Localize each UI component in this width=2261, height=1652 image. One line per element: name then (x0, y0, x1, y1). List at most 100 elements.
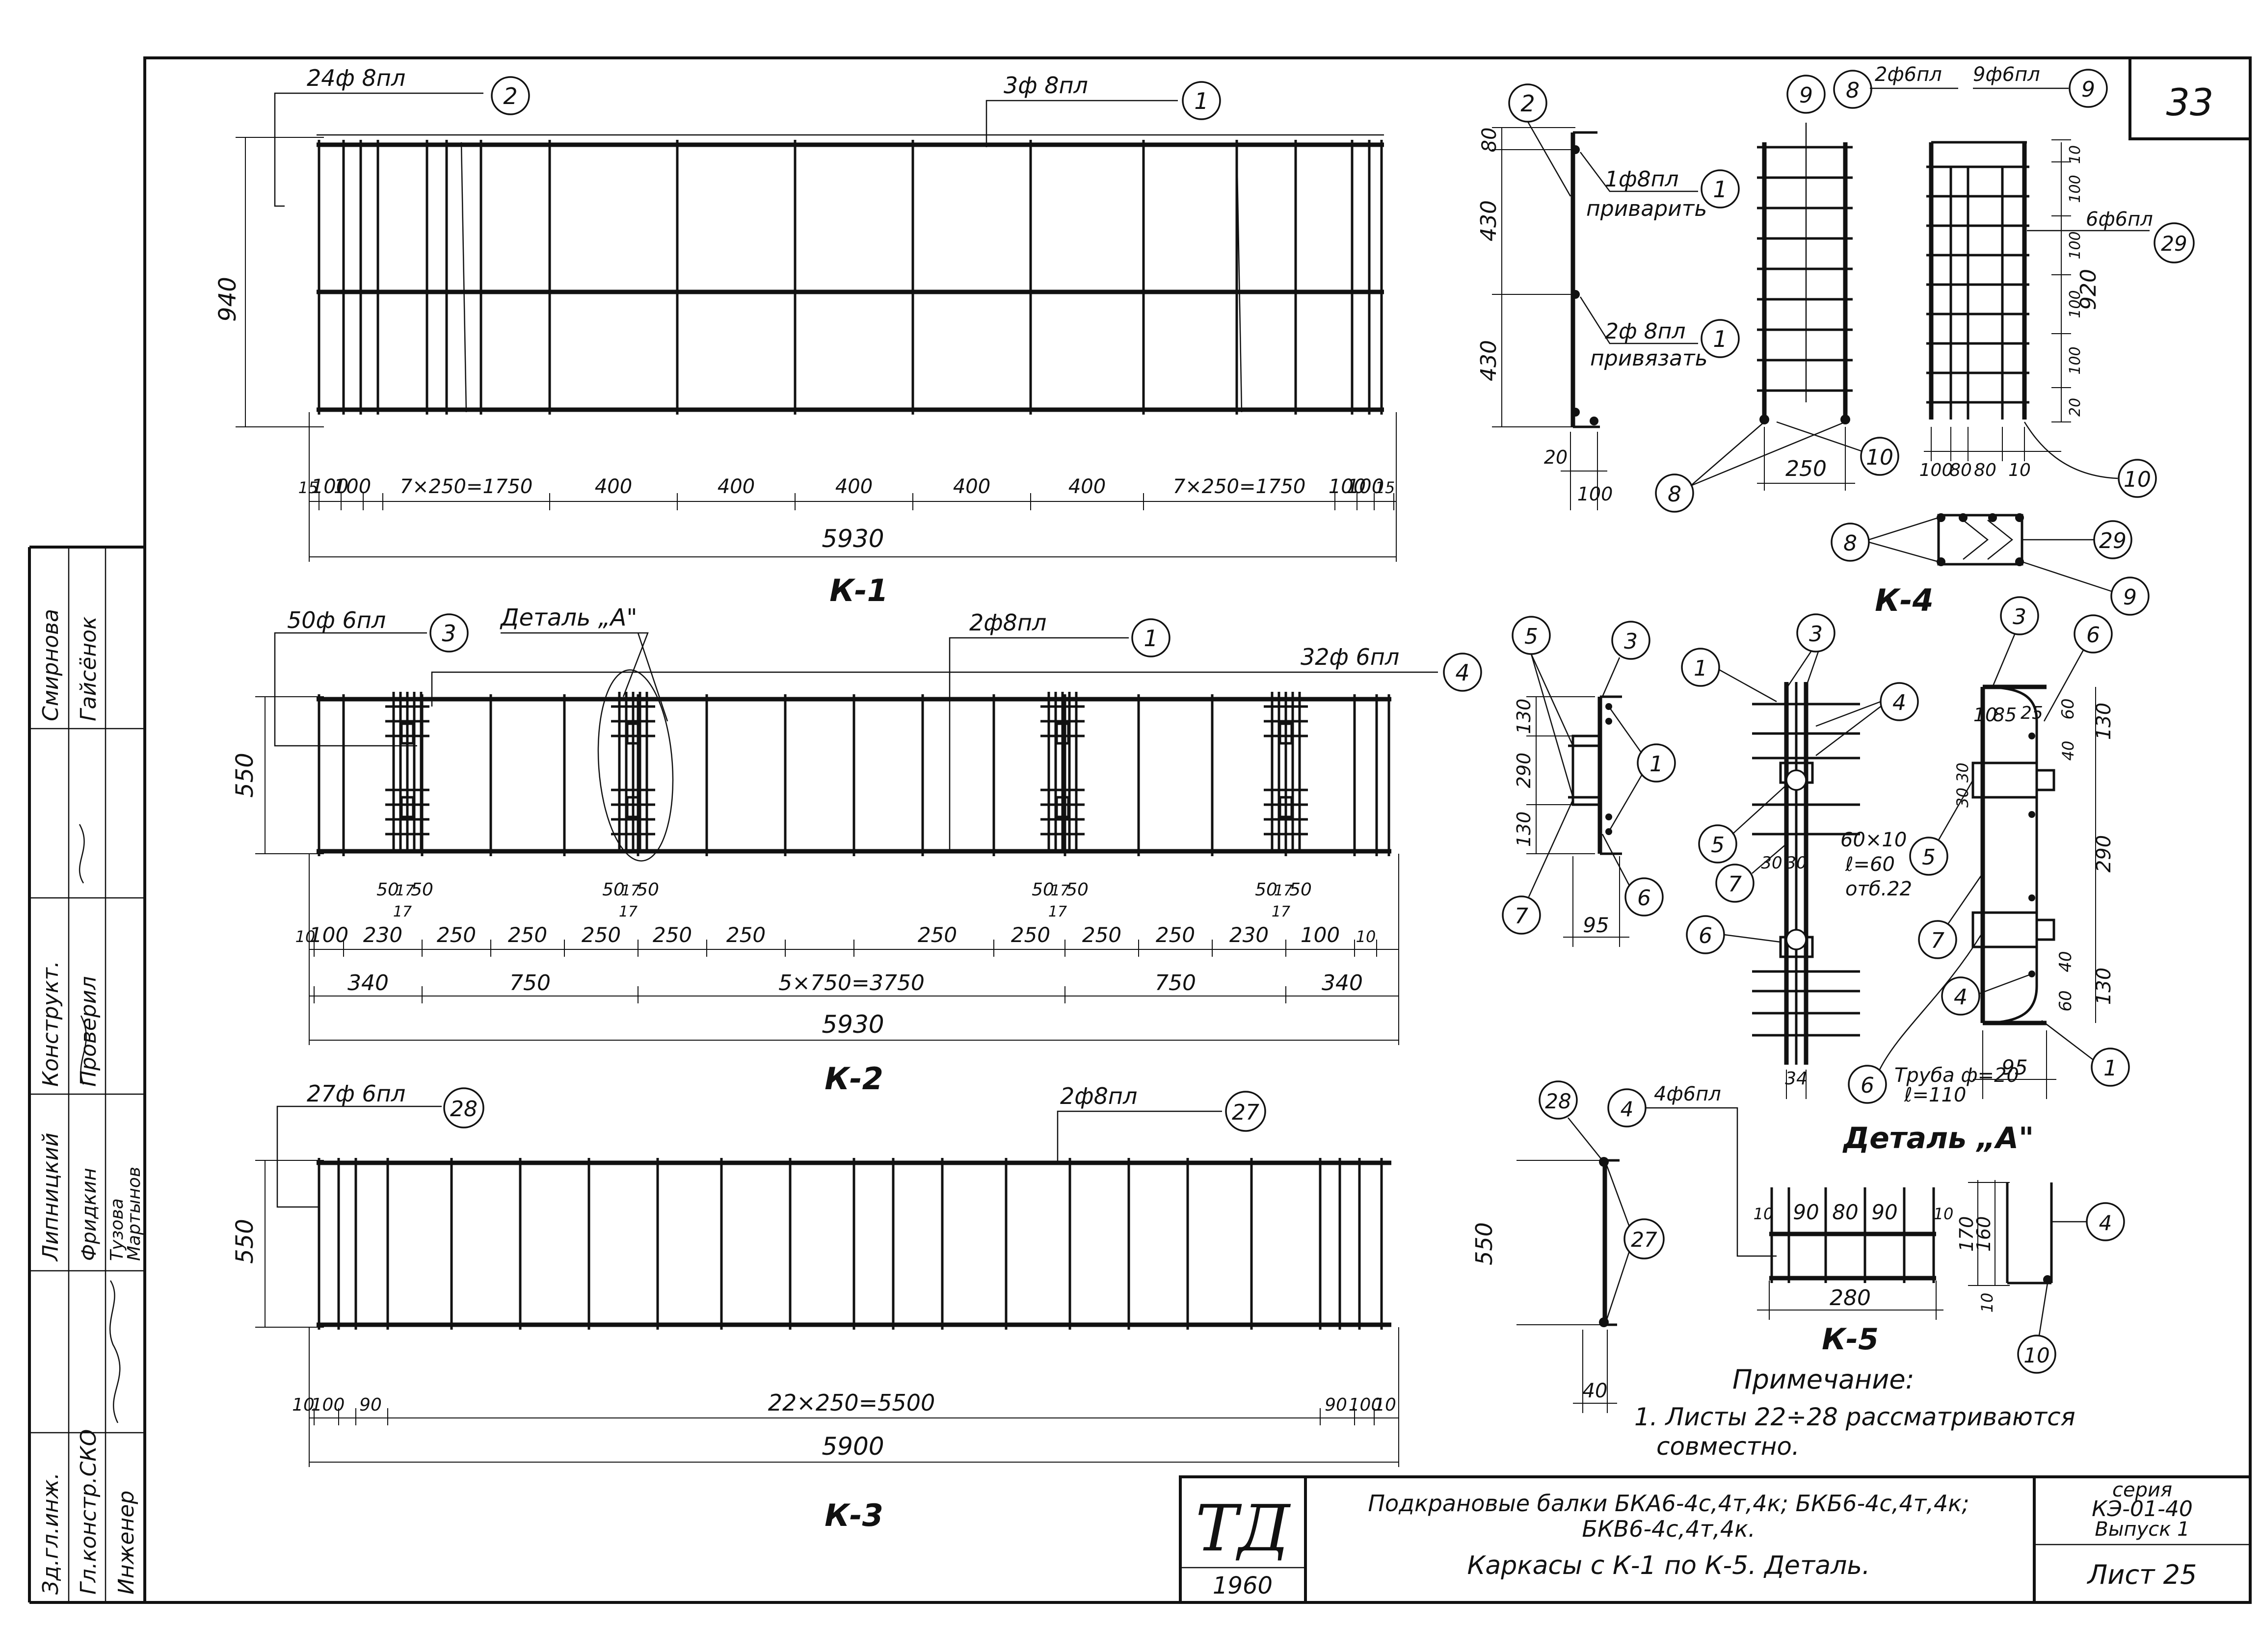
note-heading: Примечание: (1732, 1364, 1915, 1395)
k3-title: К-3 (825, 1497, 883, 1533)
k2-insert-plate (1055, 722, 1070, 745)
corner-number: 33 (2166, 80, 2214, 124)
stamp-name2-2: Гайсёнок (76, 616, 101, 721)
k2-dim-label: 250 (582, 923, 621, 947)
da-dim: 130 (2093, 703, 2115, 740)
da-plate: 60×10 (1840, 829, 1907, 851)
da-dim: 25 (2021, 703, 2043, 723)
k2-callout-a-no: 3 (442, 620, 456, 647)
k3-dim-label: 90 (359, 1395, 382, 1415)
k1-dim-label: 400 (718, 475, 755, 498)
k2-height: 550 (231, 753, 259, 798)
stamp-role-1: Зд.гл.инж. (38, 1472, 63, 1595)
da-no-5b: 5 (1922, 845, 1936, 870)
k2-detail-label: Деталь „А" (500, 604, 637, 631)
stamp-role2-1: Конструкт. (38, 961, 63, 1087)
da-no-4a: 4 (1892, 690, 1906, 715)
da-dim: 30 30 (1953, 762, 1972, 808)
k4-no-8: 8 (1846, 78, 1860, 103)
stamp-name-2: Фридкин (78, 1168, 101, 1261)
k2-dim-label: 250 (437, 923, 476, 947)
k1-dim-label: 15 (1375, 478, 1395, 497)
da-dim: 60 (2058, 698, 2078, 719)
k5-title: К-5 (1822, 1322, 1879, 1357)
k2-insert-dim: 50 (1255, 880, 1277, 900)
da-plate-ref: отб.22 (1845, 878, 1912, 900)
k3-dim-label: 100 (1349, 1395, 1383, 1415)
k5-callout: 4ф6пл (1654, 1083, 1721, 1105)
k5-callout-no: 4 (1621, 1097, 1634, 1121)
k4-height: 920 (2076, 269, 2101, 310)
da-dim: 130 (2093, 968, 2115, 1005)
da-dim: 40 (2056, 951, 2075, 972)
k2-callout-c: 32ф 6пл (1301, 644, 1399, 670)
k2-dim-label: 230 (363, 923, 402, 947)
sheet-number: Лист 25 (2087, 1559, 2197, 1590)
k2sec-no-6: 6 (1637, 886, 1651, 911)
k3sec-no-28: 28 (1545, 1089, 1571, 1113)
k4-side-dim: 100 (2067, 231, 2084, 259)
k2-dim-label: 250 (508, 923, 547, 947)
da-no-1b: 1 (2103, 1056, 2117, 1081)
k1-callout-left: 24ф 8пл (307, 65, 405, 91)
k4-c29-no: 29 (2161, 232, 2187, 256)
k2-dim-label: 250 (1082, 923, 1121, 947)
k4-sec-no-29: 29 (2099, 528, 2127, 553)
title-line-3: Каркасы с К-1 по К-5. Деталь. (1467, 1551, 1870, 1580)
k2-insert-dim: 17 (1048, 903, 1067, 920)
seck1-c1: 1ф8пл (1605, 167, 1679, 192)
k4-side-dim: 100 (2067, 346, 2084, 374)
note: Примечание: 1. Листы 22÷28 рассматривают… (1634, 1364, 2075, 1461)
k4-width-a: 250 (1785, 456, 1827, 481)
k1-total: 5930 (822, 524, 884, 553)
k1-break (1236, 142, 1243, 413)
k4-no-10a: 10 (1866, 445, 1893, 470)
seck1-dim-1: 80 (1478, 128, 1501, 153)
seck1-c2-sub: привязать (1590, 346, 1708, 371)
k1-break (460, 142, 467, 413)
k4-c29: 6ф6пл (2086, 208, 2153, 231)
k1-dim-label: 7×250=1750 (1173, 475, 1306, 498)
da-no-7b: 7 (1931, 928, 1944, 953)
stamp-name-4: Мартынов (124, 1167, 144, 1261)
k2-insert-dim: 50 (1066, 880, 1089, 900)
k1-dim-label: 7×250=1750 (400, 475, 533, 498)
k4-side-dim: 100 (2067, 175, 2084, 203)
da-dim: 10 (1973, 704, 1997, 726)
k2-callout-a: 50ф 6пл (287, 607, 386, 633)
k2-dim-label: 250 (918, 923, 957, 947)
k3-callout-a: 27ф 6пл (307, 1080, 405, 1107)
k4-label-2f6: 2ф6пл (1875, 63, 1942, 86)
k1-title: К-1 (829, 573, 888, 608)
k4-title: К-4 (1875, 582, 1934, 618)
k2-insert-dim: 17 (1272, 903, 1290, 920)
k2-callout-b-no: 1 (1144, 625, 1158, 652)
k3sec-no-27: 27 (1631, 1228, 1657, 1252)
k2-callout-c-no: 4 (1455, 659, 1469, 686)
k2-insert-plate (1055, 796, 1070, 818)
k1-dim-label: 100 (1347, 475, 1384, 498)
signature-3 (80, 1015, 87, 1085)
k2-dim-label: 250 (726, 923, 766, 947)
k5-dim-label: 90 (1793, 1200, 1819, 1224)
k3-callout-a-no: 28 (450, 1097, 478, 1122)
k2sec-dim-3: 130 (1513, 812, 1535, 847)
k2-dim-label: 100 (1301, 923, 1340, 947)
seck1-c2-no: 1 (1713, 326, 1727, 352)
k4-no-8b: 8 (1668, 482, 1681, 507)
k2-insert-dim: 17 (1274, 882, 1293, 899)
k3-total: 5900 (822, 1432, 884, 1461)
k2-dim2-label: 750 (1155, 970, 1196, 996)
k1-dim-label: 400 (1068, 475, 1106, 498)
frame-k4: 9 8 2ф6пл 9ф6пл 9 250 920 10100100100100… (1655, 63, 2195, 618)
k5-side-160: 160 (1973, 1216, 1995, 1252)
k5-dim-label: 80 (1832, 1200, 1858, 1224)
k2sec-no-7: 7 (1515, 904, 1528, 929)
series-label: серия (2112, 1479, 2172, 1501)
seck1-c1-sub: приварить (1586, 196, 1707, 221)
da-plate-l: ℓ=60 (1845, 853, 1895, 876)
k4-label-9f6: 9ф6пл (1973, 63, 2040, 86)
series-code: КЭ-01-40 (2092, 1496, 2193, 1521)
